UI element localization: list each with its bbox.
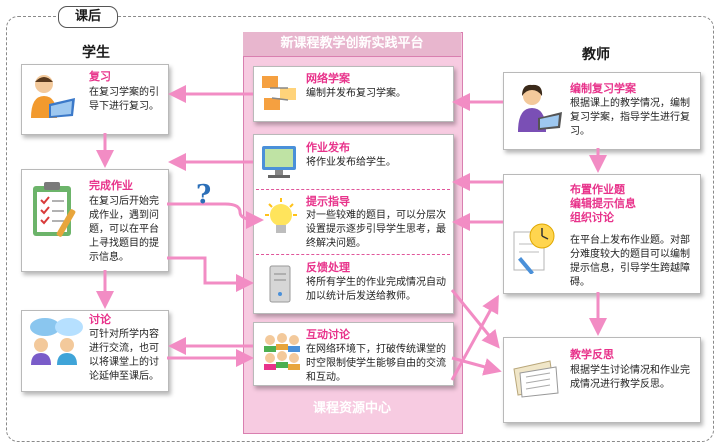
arrow-discussion-to-reflect	[451, 356, 502, 376]
center-item-title-hints: 提示指导	[306, 195, 350, 208]
teacher-column-header: 教师	[582, 47, 610, 63]
discussion-people-icon	[30, 318, 83, 365]
center-item-title-feedback: 反馈处理	[306, 261, 350, 274]
center-divider-1	[256, 189, 450, 190]
feedback-server-icon	[269, 265, 291, 303]
student-title-homework: 完成作业	[89, 179, 133, 192]
student-title-review: 复习	[89, 70, 111, 83]
teacher-title-assign-2: 编辑提示信息	[570, 197, 636, 210]
platform-title: 新课程教学创新实践平台	[243, 32, 461, 57]
center-item-text-hints: 对一些较难的题目，可以分层次设置提示逐步引导学生思考，最终解决问题。	[306, 210, 446, 249]
question-mark-icon: ?	[196, 180, 212, 210]
student-title-discussion: 讨论	[89, 313, 111, 326]
network-study-guide-icon	[262, 76, 296, 110]
center-item-title-assign: 作业发布	[306, 141, 350, 154]
center-item-text-feedback: 将所有学生的作业完成情况自动加以统计后发送给教师。	[306, 277, 446, 302]
arrow-feedback-to-reflect	[450, 289, 500, 349]
student-text-discussion: 可针对所学内容进行交流，也可以将课堂上的讨论延伸至课后。	[89, 329, 159, 382]
interaction-group-icon	[264, 333, 300, 370]
teacher-text-assign: 在平台上发布作业题。对部分难度较大的题目可以编制提示信息，引导学生跨越障碍。	[570, 235, 690, 288]
teacher-assign-clock-icon	[513, 223, 555, 274]
teacher-title-assign-3: 组织讨论	[570, 211, 614, 224]
hint-lightbulb-icon	[265, 198, 297, 233]
arrow-student-to-hints	[167, 202, 264, 229]
assign-monitor-icon	[262, 146, 296, 178]
center-item-text-interact: 在网络环境下，打破传统课堂的时空限制使学生能够自由的交流和互动。	[306, 344, 446, 383]
teacher-text-reflect: 根据学生讨论情况和作业完成情况进行教学反思。	[570, 365, 690, 390]
teacher-laptop-icon	[518, 84, 562, 132]
teacher-title-guide: 编制复习学案	[570, 82, 636, 95]
teacher-text-guide: 根据课上的教学情况，编制复习学案，指导学生进行复习。	[570, 98, 690, 137]
center-item-text-study-guide: 编制并发布复习学案。	[306, 88, 406, 99]
reflection-papers-icon	[513, 360, 559, 398]
after-class-tag: 课后	[58, 6, 118, 28]
teacher-title-assign-1: 布置作业题	[570, 183, 625, 196]
homework-clipboard-icon	[33, 182, 76, 237]
student-text-homework: 在复习后开始完成作业，遇到问题，可以在平台上寻找题目的提示信息。	[89, 196, 159, 263]
arrow-student-to-feedback	[167, 256, 254, 292]
student-laptop-icon	[31, 75, 75, 118]
student-column-header: 学生	[82, 45, 110, 61]
center-item-title-study-guide: 网络学案	[306, 72, 350, 85]
center-item-text-assign: 将作业发布给学生。	[306, 157, 396, 168]
resource-center-label: 课程资源中心	[312, 401, 391, 416]
student-text-review: 在复习学案的引导下进行复习。	[89, 87, 159, 112]
after-class-frame	[6, 16, 714, 442]
teacher-title-reflect: 教学反思	[570, 348, 614, 361]
arrow-discussion-to-teacher	[450, 294, 499, 381]
center-divider-2	[256, 254, 450, 255]
center-item-title-interact: 互动讨论	[306, 328, 350, 341]
